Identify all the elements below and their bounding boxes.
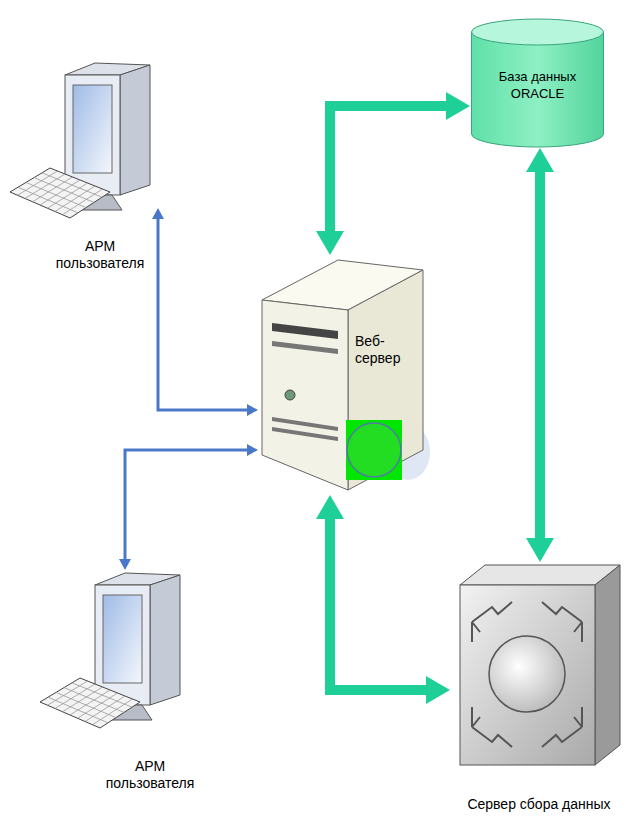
green-connector bbox=[535, 172, 545, 538]
collector-server-box bbox=[450, 562, 628, 772]
database-node: База данных ORACLE bbox=[470, 18, 605, 148]
workstation-icon bbox=[10, 60, 160, 220]
server-tower bbox=[258, 255, 428, 495]
green-connector bbox=[330, 519, 426, 690]
collector-server-node: Сервер сбора данных bbox=[450, 562, 628, 817]
blue-connector bbox=[158, 219, 247, 410]
web-server-node: Веб-сервер bbox=[258, 255, 428, 495]
blue-connector bbox=[125, 450, 247, 559]
node-label: АРМ пользователя bbox=[40, 238, 160, 272]
node-label: АРМ пользователя bbox=[90, 758, 210, 792]
node-label: База данных ORACLE bbox=[490, 68, 585, 102]
green-connector bbox=[330, 106, 446, 231]
workstation-node: АРМ пользователя bbox=[35, 570, 210, 796]
workstation-icon bbox=[35, 570, 210, 730]
workstation-node: АРМ пользователя bbox=[10, 60, 160, 276]
node-label: Сервер сбора данных bbox=[450, 796, 628, 813]
node-label: Веб-сервер bbox=[355, 333, 413, 367]
